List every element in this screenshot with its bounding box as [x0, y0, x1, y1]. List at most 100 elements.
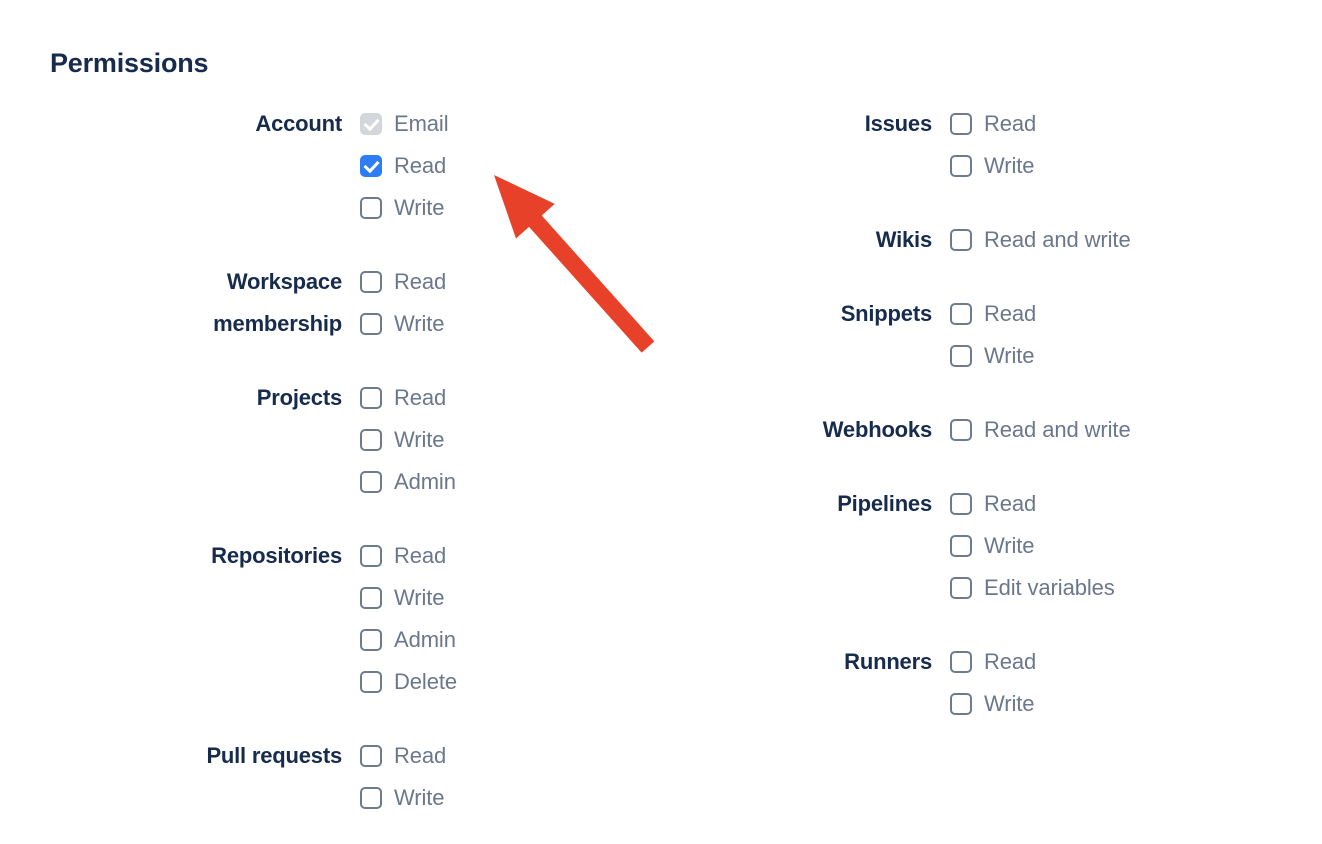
- permission-option-snippets-read[interactable]: Read: [950, 293, 1220, 335]
- checkbox-unchecked-icon[interactable]: [950, 651, 972, 673]
- checkbox-unchecked-icon[interactable]: [950, 155, 972, 177]
- checkbox-unchecked-icon[interactable]: [950, 113, 972, 135]
- permission-option-label: Write: [984, 343, 1035, 368]
- permission-option-label: Delete: [394, 669, 457, 694]
- checkbox-unchecked-icon[interactable]: [950, 345, 972, 367]
- permission-option-repositories-read[interactable]: Read: [360, 535, 550, 577]
- permission-option-label: Read: [984, 301, 1037, 326]
- checkbox-unchecked-icon[interactable]: [360, 429, 382, 451]
- checkbox-unchecked-icon[interactable]: [950, 577, 972, 599]
- permission-option-repositories-delete[interactable]: Delete: [360, 661, 550, 703]
- permission-option-repositories-write[interactable]: Write: [360, 577, 550, 619]
- checkbox-unchecked-icon[interactable]: [950, 303, 972, 325]
- permission-option-account-email[interactable]: Email: [360, 103, 550, 145]
- permission-group-label: Workspace membership: [213, 269, 342, 336]
- permission-option-label: Edit variables: [984, 575, 1115, 600]
- permission-option-label: Read and write: [984, 417, 1131, 442]
- permission-option-label: Write: [394, 785, 445, 810]
- permission-group-label: Webhooks: [822, 417, 932, 442]
- checkbox-unchecked-icon[interactable]: [950, 535, 972, 557]
- permission-option-label: Write: [394, 195, 445, 220]
- permission-option-list: Read and write: [950, 409, 1220, 451]
- permission-option-workspace-membership-write[interactable]: Write: [360, 303, 550, 345]
- checkbox-unchecked-icon[interactable]: [360, 545, 382, 567]
- checkbox-unchecked-icon[interactable]: [360, 787, 382, 809]
- checkbox-unchecked-icon[interactable]: [950, 419, 972, 441]
- permission-option-workspace-membership-read[interactable]: Read: [360, 261, 550, 303]
- checkbox-unchecked-icon[interactable]: [950, 493, 972, 515]
- permission-option-runners-read[interactable]: Read: [950, 641, 1220, 683]
- permission-option-snippets-write[interactable]: Write: [950, 335, 1220, 377]
- permission-option-label: Read and write: [984, 227, 1131, 252]
- permission-group-label: Pipelines: [837, 491, 932, 516]
- permission-option-label: Read: [984, 491, 1037, 516]
- permission-option-account-write[interactable]: Write: [360, 187, 550, 229]
- permission-option-pipelines-read[interactable]: Read: [950, 483, 1220, 525]
- permission-option-label: Write: [394, 427, 445, 452]
- permission-option-pipelines-edit-variables[interactable]: Edit variables: [950, 567, 1220, 609]
- permission-option-label: Write: [394, 585, 445, 610]
- permission-group-webhooks: Webhooks Read and write: [660, 409, 1220, 451]
- permission-option-pipelines-write[interactable]: Write: [950, 525, 1220, 567]
- permission-option-list: Read and write: [950, 219, 1220, 261]
- permission-option-webhooks-read-and-write[interactable]: Read and write: [950, 409, 1220, 451]
- permission-option-pull-requests-write[interactable]: Write: [360, 777, 550, 819]
- permission-option-projects-admin[interactable]: Admin: [360, 461, 550, 503]
- checkbox-unchecked-icon[interactable]: [360, 587, 382, 609]
- permission-group-label: Issues: [864, 111, 932, 136]
- permission-group-label: Pull requests: [206, 743, 342, 768]
- checkbox-checked-icon[interactable]: [360, 155, 382, 177]
- permission-option-label: Write: [984, 533, 1035, 558]
- permission-option-wikis-read-and-write[interactable]: Read and write: [950, 219, 1220, 261]
- permission-group-label: Runners: [844, 649, 932, 674]
- checkbox-unchecked-icon[interactable]: [360, 197, 382, 219]
- checkbox-unchecked-icon[interactable]: [360, 671, 382, 693]
- permission-option-label: Read: [394, 153, 447, 178]
- permission-option-projects-read[interactable]: Read: [360, 377, 550, 419]
- permission-group-label: Snippets: [840, 301, 933, 326]
- permission-option-repositories-admin[interactable]: Admin: [360, 619, 550, 661]
- checkbox-unchecked-icon[interactable]: [360, 387, 382, 409]
- permission-option-label: Read: [984, 111, 1037, 136]
- permission-option-account-read[interactable]: Read: [360, 145, 550, 187]
- checkbox-unchecked-icon[interactable]: [360, 471, 382, 493]
- permission-option-label: Write: [394, 311, 445, 336]
- permission-option-label: Read: [394, 269, 447, 294]
- permission-option-issues-read[interactable]: Read: [950, 103, 1220, 145]
- permission-group-label: Projects: [256, 385, 342, 410]
- permission-option-issues-write[interactable]: Write: [950, 145, 1220, 187]
- permission-option-runners-write[interactable]: Write: [950, 683, 1220, 725]
- checkbox-unchecked-icon[interactable]: [950, 229, 972, 251]
- checkbox-unchecked-icon[interactable]: [360, 313, 382, 335]
- checkbox-unchecked-icon[interactable]: [360, 745, 382, 767]
- permission-option-label: Admin: [394, 627, 456, 652]
- permission-option-label: Write: [984, 153, 1035, 178]
- permission-option-projects-write[interactable]: Write: [360, 419, 550, 461]
- permission-option-label: Read: [394, 743, 447, 768]
- checkbox-unchecked-icon[interactable]: [360, 271, 382, 293]
- checkbox-unchecked-icon[interactable]: [360, 629, 382, 651]
- permission-group-label: Account: [255, 111, 342, 136]
- permission-option-pull-requests-read[interactable]: Read: [360, 735, 550, 777]
- checkbox-unchecked-icon[interactable]: [950, 693, 972, 715]
- permission-option-label: Read: [394, 385, 447, 410]
